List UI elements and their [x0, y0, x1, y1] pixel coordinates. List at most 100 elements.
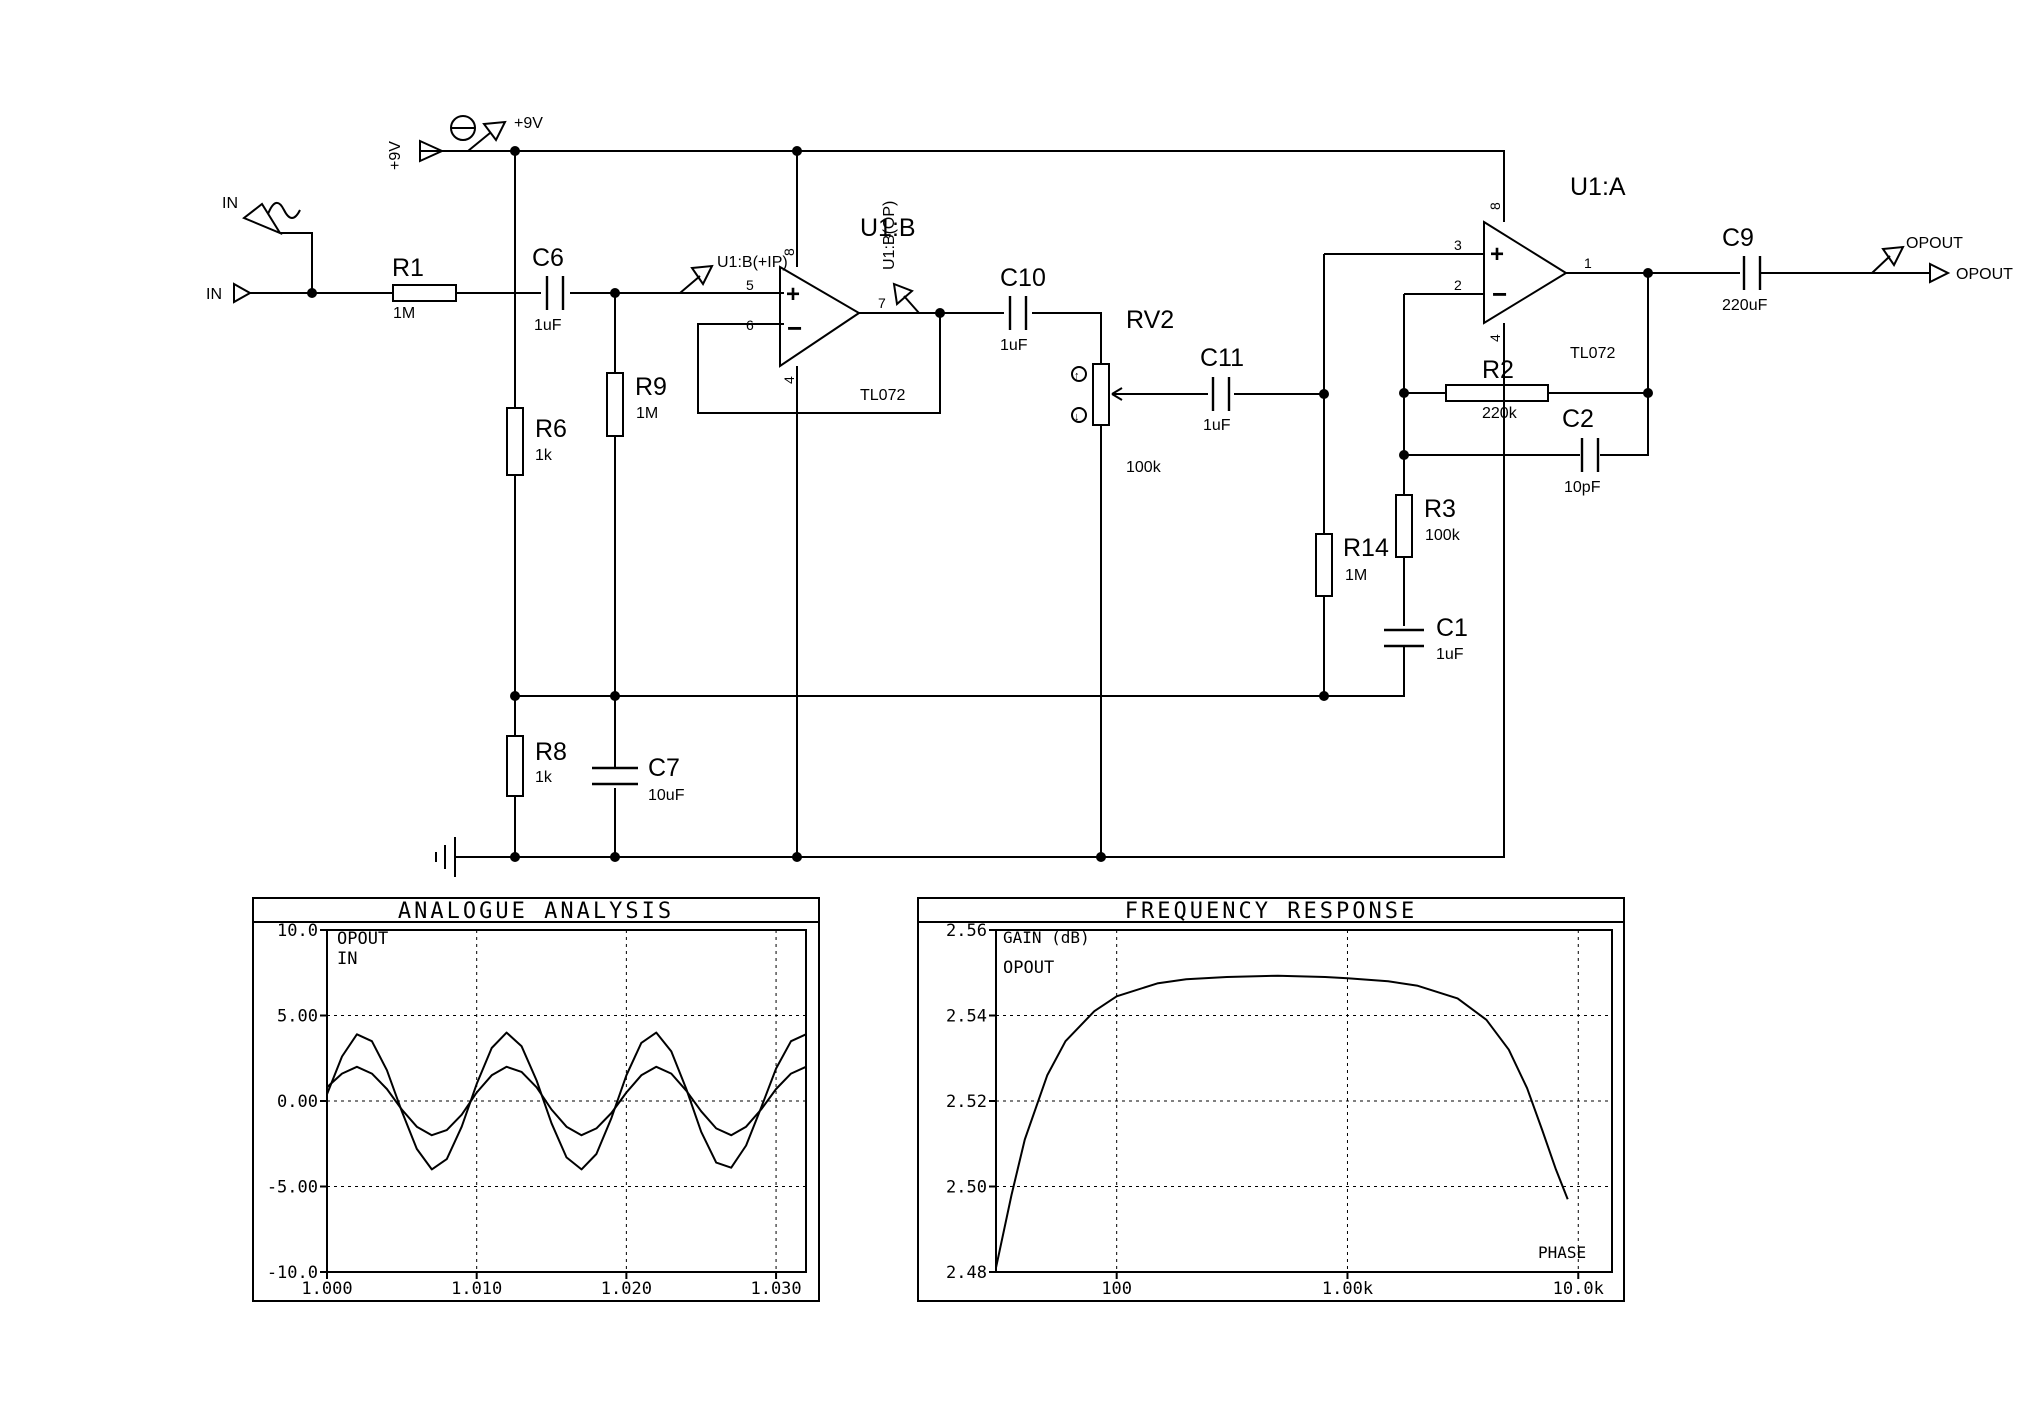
- resistor-r1[interactable]: R1 1M: [392, 254, 457, 322]
- frequency-y-tick-label: 2.52: [946, 1092, 987, 1112]
- capacitor-c7[interactable]: C7 10uF: [592, 754, 685, 804]
- analogue-x-tick-label: 1.030: [750, 1279, 801, 1299]
- probe-output[interactable]: OPOUT: [1871, 235, 1963, 274]
- analogue-x-tick-label: 1.020: [601, 1279, 652, 1299]
- c7-value: 10uF: [648, 787, 685, 804]
- wires: [250, 150, 1930, 858]
- resistor-r6[interactable]: R6 1k: [506, 407, 567, 476]
- c7-name: C7: [648, 754, 680, 782]
- opamp-u1b[interactable]: + − 5 6 7 8 4 U1:B TL072: [746, 214, 916, 404]
- u1b-pin-gnd: 4: [781, 376, 797, 384]
- frequency-y-tick-label: 2.48: [946, 1263, 987, 1283]
- r8-name: R8: [535, 738, 567, 766]
- u1b-pin-vcc: 8: [781, 248, 797, 256]
- r1-value: 1M: [393, 305, 415, 322]
- bias-rail-wire: [515, 668, 1405, 697]
- analogue-trace-label-in: IN: [337, 949, 357, 969]
- u1a-plus-sign: +: [1490, 241, 1504, 268]
- input-terminal-label: IN: [206, 286, 222, 303]
- u1a-pin-vcc: 8: [1487, 202, 1503, 210]
- u1a-value: TL072: [1570, 345, 1615, 362]
- u1b-name: U1:B: [860, 214, 916, 242]
- probe-u1b-input-label: U1:B(+IP): [717, 254, 788, 271]
- input-generator-label: IN: [222, 195, 238, 212]
- c10-to-rv2-wire: [1032, 312, 1102, 364]
- output-terminal-label: OPOUT: [1956, 266, 2013, 283]
- probe-u1b-output-label: U1:B(OP): [881, 201, 898, 270]
- power-probe-label: +9V: [514, 115, 543, 132]
- resistor-r8[interactable]: R8 1k: [506, 735, 567, 797]
- frequency-y-tick-label: 2.54: [946, 1007, 987, 1027]
- c1-value: 1uF: [1436, 646, 1464, 663]
- frequency-y-tick-label: 2.56: [946, 921, 987, 941]
- resistor-r9[interactable]: R9 1M: [606, 372, 667, 437]
- capacitor-c9[interactable]: C9 220uF: [1722, 224, 1768, 314]
- analogue-y-tick-label: 0.00: [277, 1092, 318, 1112]
- resistor-r2[interactable]: R2 220k: [1445, 356, 1549, 422]
- rv2-increment-icon[interactable]: [1071, 366, 1087, 382]
- power-terminal-label: +9V: [387, 141, 404, 170]
- resistor-r3[interactable]: R3 100k: [1395, 494, 1461, 558]
- junction: [935, 308, 945, 318]
- rv2-name: RV2: [1126, 306, 1174, 334]
- capacitor-c2[interactable]: C2 10pF: [1562, 405, 1601, 496]
- c6-name: C6: [532, 244, 564, 272]
- power-terminal[interactable]: +9V: [387, 139, 445, 170]
- junctions: [307, 146, 1653, 862]
- junction: [610, 691, 620, 701]
- r9-name: R9: [635, 373, 667, 401]
- output-terminal[interactable]: OPOUT: [1929, 262, 2013, 284]
- rv2-decrement-icon[interactable]: [1071, 407, 1087, 423]
- sine-generator-icon[interactable]: IN: [222, 195, 301, 236]
- u1a-pin-minus: 2: [1454, 277, 1462, 293]
- junction: [307, 288, 317, 298]
- u1b-pin-plus: 5: [746, 277, 754, 293]
- junction: [1319, 691, 1329, 701]
- r9-value: 1M: [636, 405, 658, 422]
- analogue-series-line-opout: [326, 1031, 807, 1171]
- u1b-value: TL072: [860, 387, 905, 404]
- r3-value: 100k: [1425, 527, 1461, 544]
- c10-name: C10: [1000, 264, 1046, 292]
- junction: [610, 852, 620, 862]
- junction: [792, 146, 802, 156]
- capacitor-c10[interactable]: C10 1uF: [1000, 264, 1046, 354]
- probe-u1b-output[interactable]: U1:B(OP): [881, 201, 920, 314]
- u1a-pin-plus: 3: [1454, 237, 1462, 253]
- capacitor-c6[interactable]: C6 1uF: [532, 244, 565, 334]
- input-terminal[interactable]: IN: [206, 282, 253, 304]
- r14-name: R14: [1343, 534, 1389, 562]
- u1a-pin-out: 1: [1584, 255, 1592, 271]
- opamp-u1a[interactable]: + − 3 2 1 8 4 U1:A TL072: [1454, 173, 1626, 362]
- potentiometer-rv2[interactable]: ↑ ↓ RV2 100k: [1071, 306, 1174, 476]
- capacitor-c1[interactable]: C1 1uF: [1384, 614, 1468, 696]
- junction: [610, 288, 620, 298]
- probe-u1b-input[interactable]: U1:B(+IP): [679, 254, 788, 294]
- junction: [1399, 450, 1409, 460]
- r1-name: R1: [392, 254, 424, 282]
- frequency-y-tick-label: 2.50: [946, 1178, 987, 1198]
- ground-symbol-icon[interactable]: [435, 837, 456, 877]
- u1a-minus-sign: −: [1492, 279, 1507, 309]
- capacitor-c11[interactable]: C11 1uF: [1200, 344, 1244, 434]
- u1b-pin-minus: 6: [746, 317, 754, 333]
- voltage-probe-icon[interactable]: +9V: [450, 115, 543, 152]
- analogue-y-tick-label: -10.0: [267, 1263, 318, 1283]
- c1-name: C1: [1436, 614, 1468, 642]
- c11-value: 1uF: [1203, 417, 1231, 434]
- frequency-axis-label: GAIN (dB): [1003, 928, 1090, 947]
- rv2-decrement-glyph: ↓: [1074, 411, 1080, 423]
- generator-wire: [280, 232, 313, 293]
- resistor-r14[interactable]: R14 1M: [1315, 533, 1389, 597]
- r14-value: 1M: [1345, 567, 1367, 584]
- junction: [1643, 268, 1653, 278]
- frequency-x-tick-label: 1.00k: [1322, 1279, 1373, 1299]
- junction: [1096, 852, 1106, 862]
- junction: [792, 852, 802, 862]
